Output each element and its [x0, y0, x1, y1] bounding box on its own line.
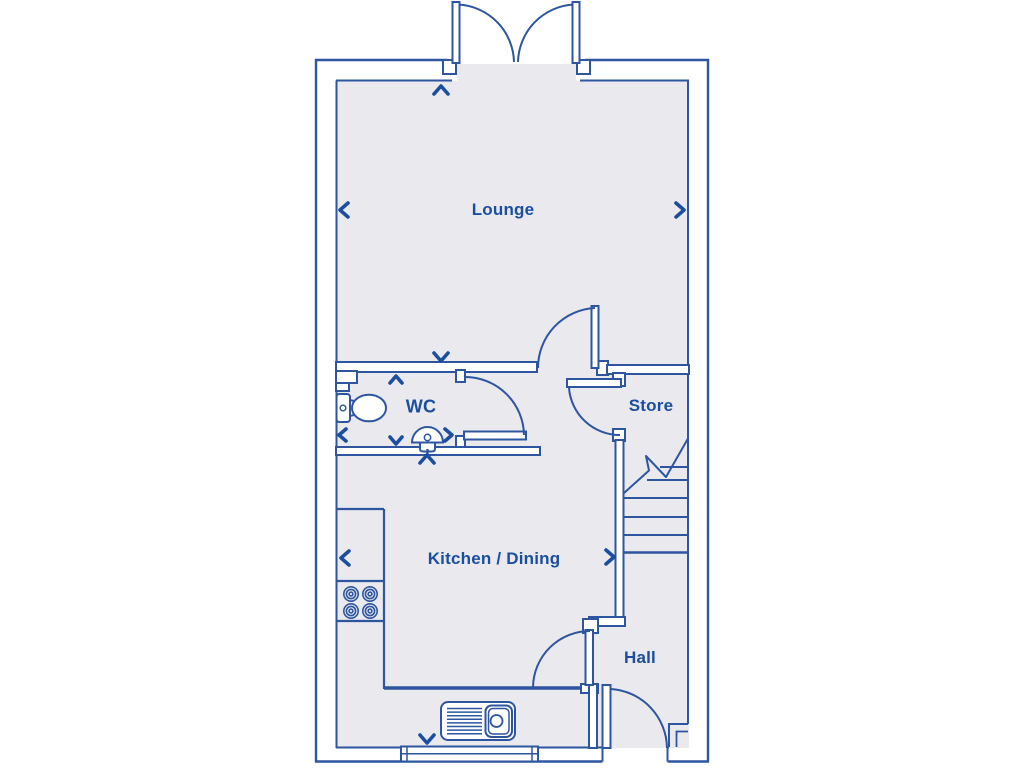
front-door	[601, 684, 668, 749]
store-door	[566, 378, 622, 437]
door-leaf	[566, 378, 622, 388]
dimension-arrow-right	[604, 548, 616, 566]
boxed-corner	[335, 382, 350, 392]
sink-drain	[489, 714, 504, 728]
basin-pedestal	[419, 441, 436, 453]
dimension-arrow-down	[418, 733, 436, 745]
hob-burner	[342, 585, 359, 602]
door-swing-arc	[517, 3, 574, 63]
dimension-arrow-left	[339, 549, 351, 567]
sink-drainer	[447, 707, 482, 735]
door-leaf	[463, 430, 527, 441]
dimension-arrow-down	[388, 435, 404, 446]
dimension-arrows	[337, 84, 686, 745]
wall	[335, 361, 538, 373]
stair-break-line	[623, 438, 689, 494]
internal-walls	[335, 360, 690, 749]
hob-burner	[361, 585, 378, 602]
sink	[440, 701, 516, 741]
basin	[410, 426, 445, 455]
kitchen-hall-door	[532, 629, 594, 688]
dimension-arrow-left	[337, 427, 348, 443]
staircase	[623, 438, 689, 554]
french-doors	[451, 1, 581, 64]
door-swing-arc	[458, 3, 515, 63]
dimension-arrow-right	[674, 201, 686, 219]
door-swing-arc	[532, 630, 591, 688]
room-label-lounge: Lounge	[471, 200, 535, 219]
dimension-arrow-left	[338, 201, 350, 219]
hob-burner	[342, 602, 359, 619]
door-swing-arc	[536, 307, 596, 369]
entrance-recess-step	[675, 730, 688, 747]
dimension-arrow-up	[432, 84, 450, 96]
sink-bowl	[484, 704, 513, 738]
room-label-wc: WC	[405, 396, 437, 417]
wc-door	[463, 376, 527, 441]
room-label-store: Store	[628, 396, 674, 415]
basin-drain	[423, 433, 432, 442]
hob	[342, 585, 378, 619]
wall	[606, 364, 690, 375]
room-label-kitchen-dining: Kitchen / Dining	[427, 549, 561, 568]
dimension-arrow-right	[443, 427, 454, 443]
door-leaf	[451, 1, 461, 64]
toilet	[335, 393, 387, 423]
door-swing-arc	[568, 387, 621, 437]
wall	[335, 446, 541, 456]
window	[400, 745, 539, 763]
door-jamb	[455, 369, 466, 383]
room-label-hall: Hall	[624, 648, 656, 667]
dimension-arrow-down	[432, 351, 450, 363]
kitchen-worktop	[336, 507, 590, 690]
dimension-arrow-up	[418, 453, 436, 465]
wall	[614, 439, 625, 620]
entrance-recess-step	[668, 723, 688, 747]
door-leaf	[571, 1, 581, 64]
toilet-bowl	[351, 393, 387, 423]
door-swing-arc	[610, 688, 668, 749]
door-leaf	[601, 684, 612, 749]
toilet-cistern	[335, 393, 351, 423]
door-swing-arc	[464, 376, 525, 436]
toilet-flush-button	[339, 404, 347, 412]
floor-fill	[336, 64, 689, 748]
door-leaf	[584, 629, 594, 686]
wall	[588, 683, 598, 749]
lounge-door	[536, 305, 600, 369]
door-leaf	[590, 305, 600, 369]
boxed-corner	[335, 370, 358, 384]
hob-burner	[361, 602, 378, 619]
sink-bowl-inner	[487, 707, 510, 735]
dimension-arrow-up	[388, 374, 404, 385]
